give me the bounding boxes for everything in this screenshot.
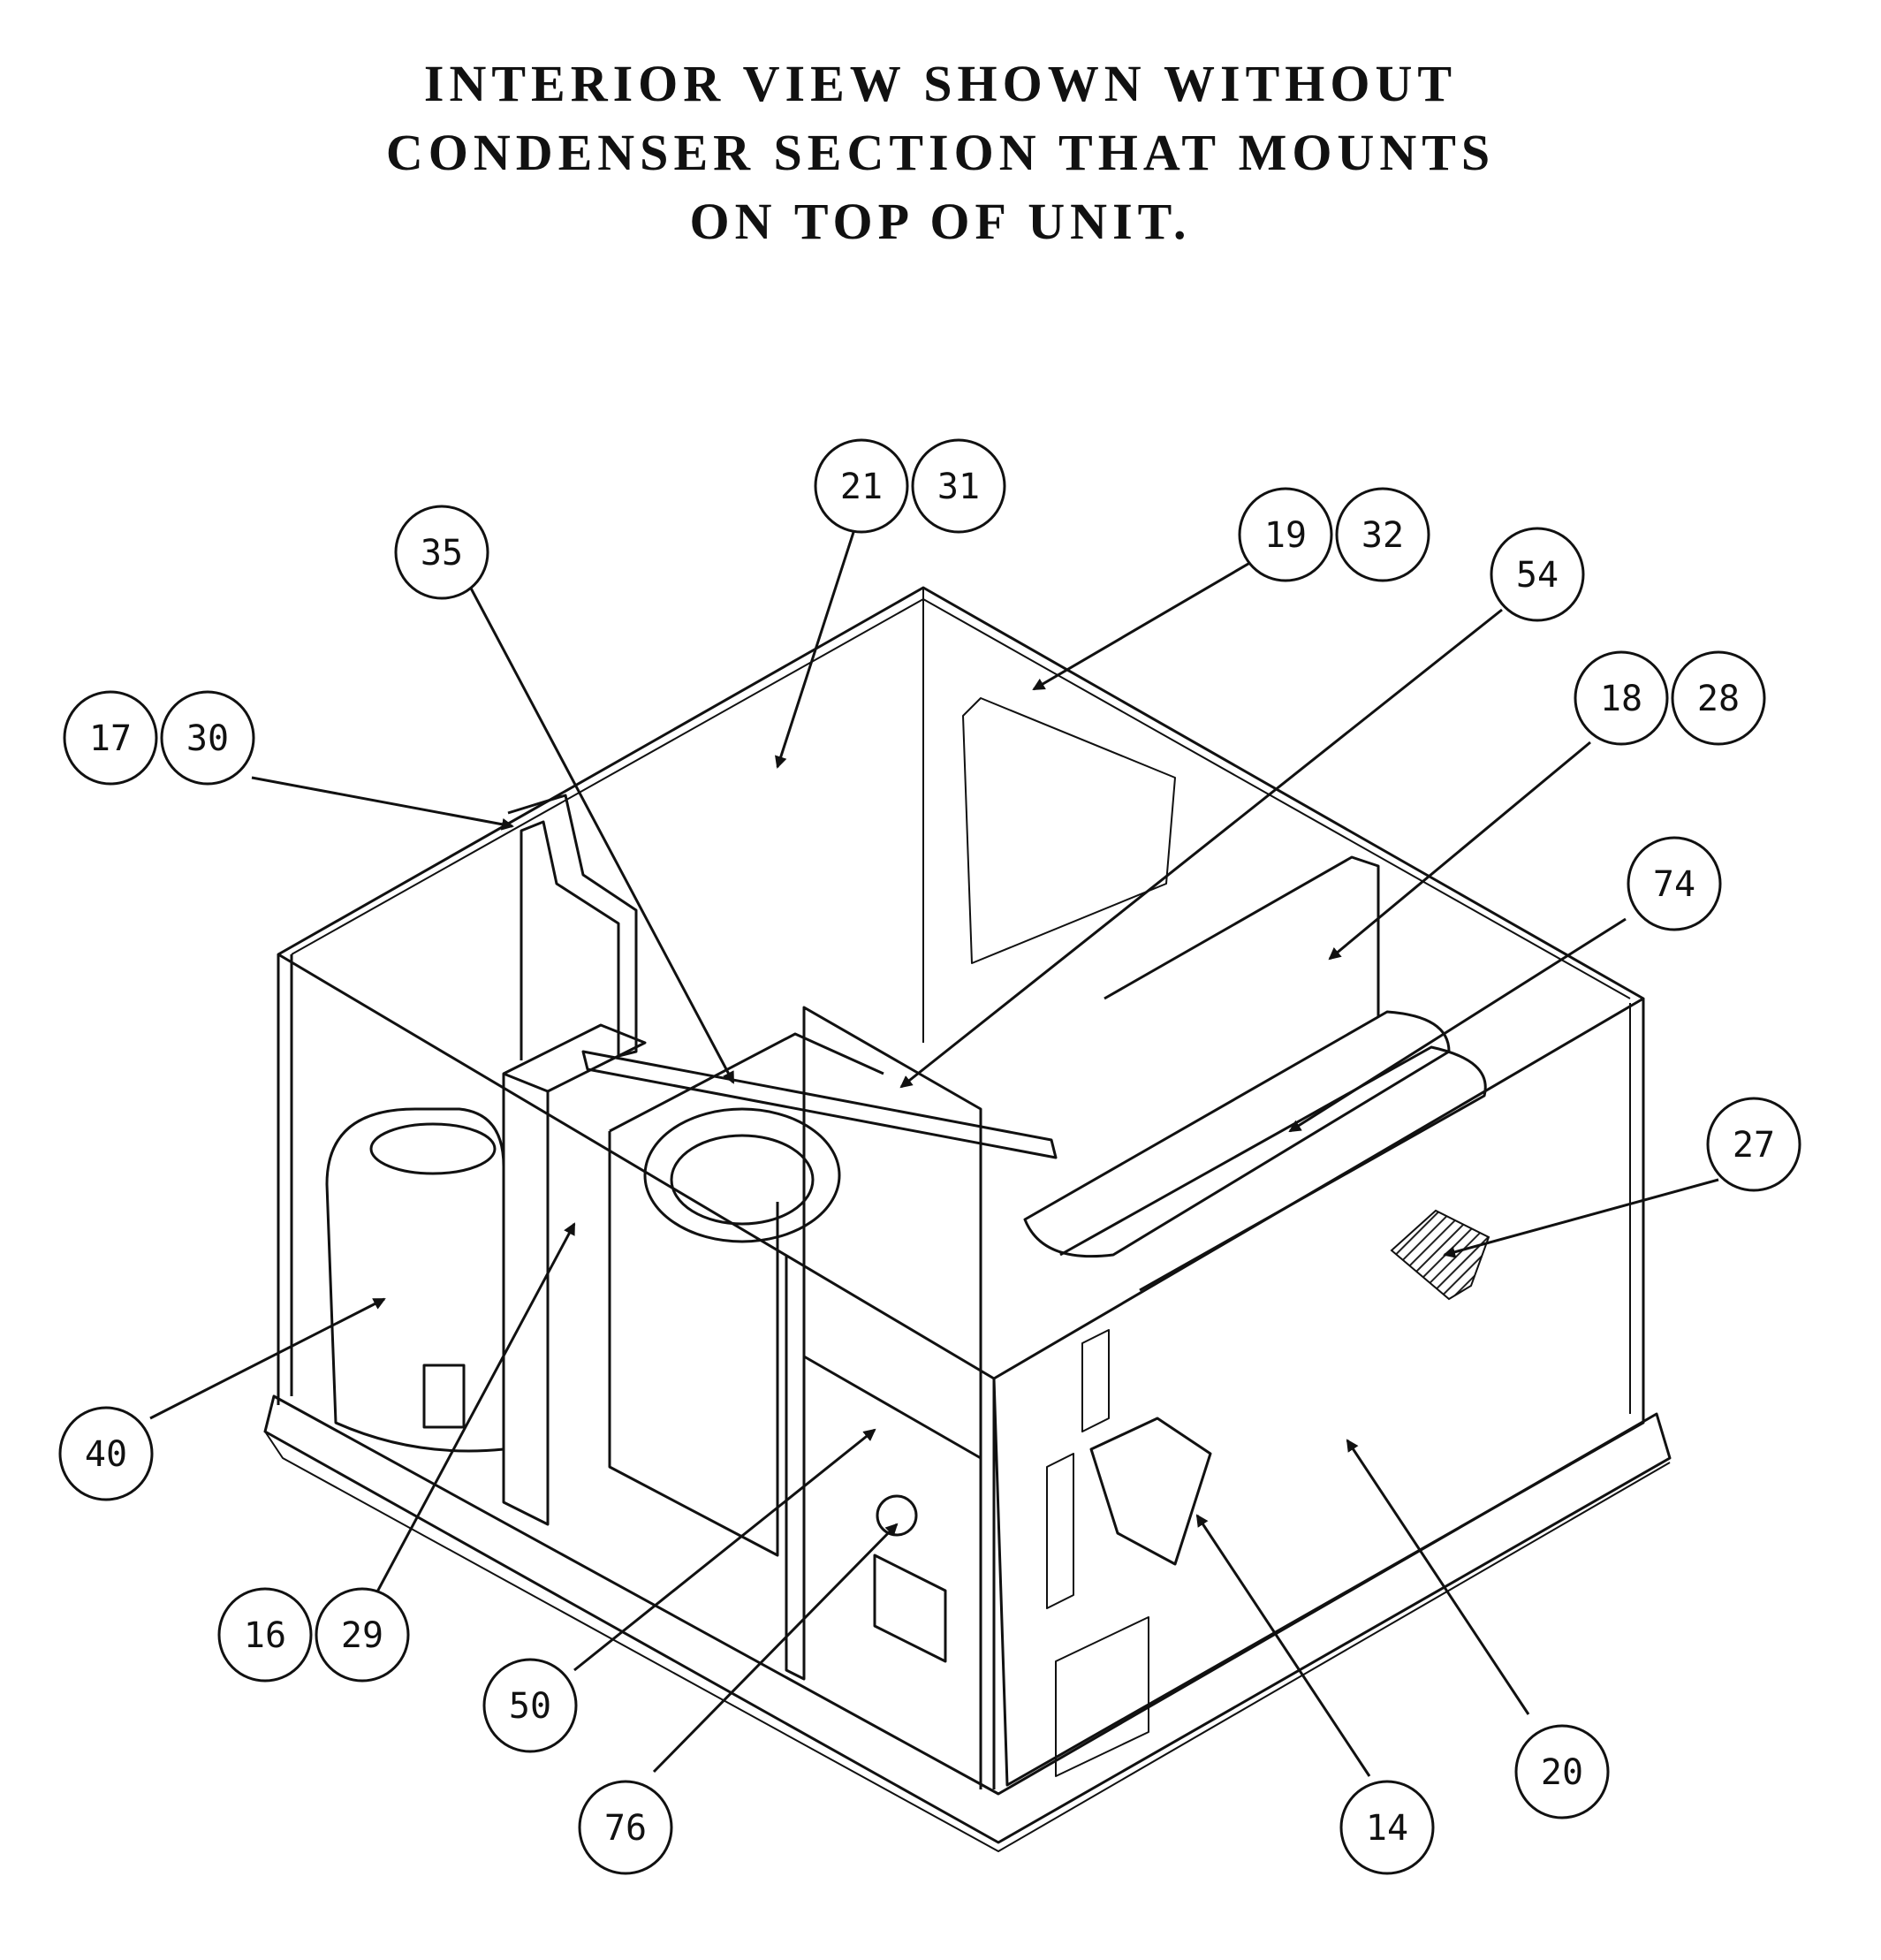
callout-28: 28 xyxy=(1671,650,1766,746)
leader-16 xyxy=(374,1222,576,1596)
callout-number: 54 xyxy=(1516,555,1559,596)
callout-circle xyxy=(1574,650,1669,746)
callout-14: 14 xyxy=(1339,1780,1435,1875)
callout-50: 50 xyxy=(482,1658,578,1753)
callout-number: 50 xyxy=(509,1686,551,1727)
callout-circle xyxy=(1238,487,1333,582)
callout-circle xyxy=(1339,1780,1435,1875)
name-plate xyxy=(1390,1209,1490,1301)
leader-21 xyxy=(775,520,859,769)
callout-35: 35 xyxy=(394,505,489,600)
leader-18 xyxy=(1328,741,1591,961)
leader-54 xyxy=(899,608,1503,1089)
base-pan xyxy=(263,1394,1672,1844)
callout-number: 40 xyxy=(85,1434,127,1475)
leader-20 xyxy=(1346,1439,1530,1715)
callout-number: 76 xyxy=(604,1808,647,1849)
callout-19: 19 xyxy=(1238,487,1333,582)
callout-number: 31 xyxy=(937,467,980,507)
callout-30: 30 xyxy=(160,690,255,786)
callout-number: 32 xyxy=(1361,515,1404,556)
leader-40 xyxy=(149,1297,386,1420)
callout-circle xyxy=(58,1406,154,1501)
callout-17: 17 xyxy=(63,690,158,786)
title-line-1: INTERIOR VIEW SHOWN WITHOUT xyxy=(423,55,1458,112)
callout-number: 30 xyxy=(186,718,229,759)
leader-50 xyxy=(573,1428,876,1672)
callout-number: 14 xyxy=(1366,1808,1408,1849)
callout-number: 16 xyxy=(244,1615,286,1656)
callout-circle xyxy=(160,690,255,786)
callout-number: 35 xyxy=(421,533,463,574)
callout-16: 16 xyxy=(217,1587,313,1683)
callout-number: 74 xyxy=(1653,864,1695,905)
leader-17 xyxy=(251,776,514,831)
callout-circle xyxy=(394,505,489,600)
draft-hood xyxy=(1089,1417,1212,1566)
leader-14 xyxy=(1195,1514,1371,1777)
callout-20: 20 xyxy=(1514,1724,1610,1819)
leader-74 xyxy=(1288,917,1627,1133)
callout-18: 18 xyxy=(1574,650,1669,746)
callout-circle xyxy=(578,1780,673,1875)
leader-35 xyxy=(466,582,735,1084)
callout-27: 27 xyxy=(1706,1097,1801,1192)
callout-number: 27 xyxy=(1733,1125,1775,1166)
callout-number: 17 xyxy=(89,718,132,759)
leader-27 xyxy=(1443,1178,1719,1258)
callout-circle xyxy=(315,1587,410,1683)
callout-76: 76 xyxy=(578,1780,673,1875)
leader-76 xyxy=(652,1523,899,1774)
right-side-panel xyxy=(992,999,1645,1787)
title-line-3: ON TOP OF UNIT. xyxy=(689,193,1192,250)
callout-number: 18 xyxy=(1600,679,1642,719)
callout-circle xyxy=(1335,487,1430,582)
callout-number: 21 xyxy=(840,467,883,507)
title-line-2: CONDENSER SECTION THAT MOUNTS xyxy=(385,124,1496,181)
callout-32: 32 xyxy=(1335,487,1430,582)
callout-54: 54 xyxy=(1490,527,1585,622)
callout-circle xyxy=(1671,650,1766,746)
callout-circle xyxy=(814,438,909,534)
callout-number: 19 xyxy=(1264,515,1307,556)
blower-housing xyxy=(608,1131,779,1557)
callout-circle xyxy=(1490,527,1585,622)
control-panel xyxy=(802,1006,982,1460)
callout-74: 74 xyxy=(1627,836,1722,931)
callout-circle xyxy=(217,1587,313,1683)
callout-circle xyxy=(482,1658,578,1753)
compressor xyxy=(325,1107,505,1453)
callout-31: 31 xyxy=(911,438,1006,534)
callout-29: 29 xyxy=(315,1587,410,1683)
callout-number: 29 xyxy=(341,1615,383,1656)
callout-40: 40 xyxy=(58,1406,154,1501)
unit-drawing xyxy=(263,586,1672,1852)
callout-circle xyxy=(1706,1097,1801,1192)
leader-lines xyxy=(149,520,1719,1777)
callout-circle xyxy=(63,690,158,786)
heat-exchanger xyxy=(1023,1010,1451,1258)
callout-number: 20 xyxy=(1541,1752,1583,1793)
callout-circle xyxy=(911,438,1006,534)
diagram-title: INTERIOR VIEW SHOWN WITHOUT CONDENSER SE… xyxy=(0,49,1881,256)
callout-bubbles: 21 31 35 19 32 54 17 30 18 28 74 27 40 16 29 50 76 14 20 xyxy=(58,438,1801,1875)
left-side-panel xyxy=(277,954,293,1405)
leader-19 xyxy=(1032,553,1264,691)
callout-number: 28 xyxy=(1697,679,1740,719)
callout-circle xyxy=(1514,1724,1610,1819)
callout-circle xyxy=(1627,836,1722,931)
callout-21: 21 xyxy=(814,438,909,534)
